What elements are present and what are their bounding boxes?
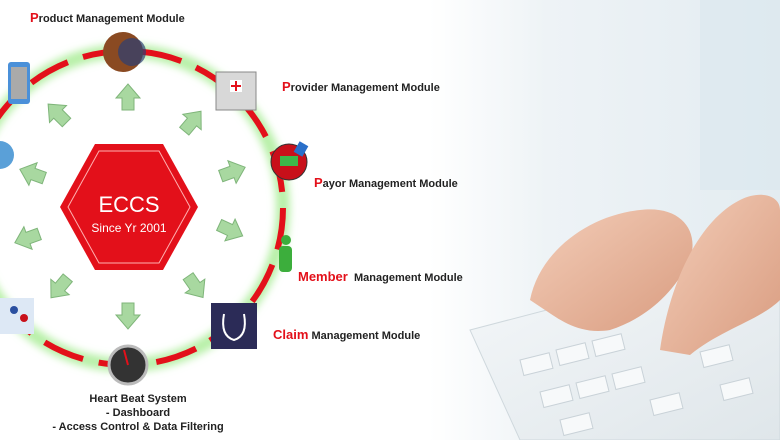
- label-rest: Management Module: [353, 272, 463, 284]
- network-people-icon: [0, 298, 34, 334]
- arrow-icon: [216, 155, 250, 188]
- product-module-label: Product Management Module: [30, 10, 185, 25]
- provider-module-label: Provider Management Module: [282, 79, 440, 94]
- payor-money-icon: [270, 141, 309, 181]
- arrow-icon: [41, 269, 78, 306]
- label-rest: Management Module: [311, 330, 421, 342]
- module-cycle-diagram: ECCS Since Yr 2001: [0, 32, 309, 386]
- label-initial: P: [282, 79, 291, 94]
- heartbeat-item: - Access Control & Data Filtering: [52, 421, 224, 433]
- claim-module-label: Claim Management Module: [273, 327, 420, 342]
- arrow-icon: [39, 95, 76, 132]
- arrow-icon: [10, 222, 44, 255]
- heartbeat-system-label: Heart Beat System - Dashboard - Access C…: [38, 392, 238, 434]
- label-initial: Claim: [273, 327, 309, 342]
- arrow-icon: [174, 103, 211, 140]
- hospital-building-icon: [215, 71, 257, 111]
- label-initial: P: [30, 10, 39, 25]
- eccs-subtitle: Since Yr 2001: [91, 221, 166, 235]
- label-initial: P: [314, 175, 323, 190]
- globe-icon: [0, 141, 14, 169]
- label-rest: roduct Management Module: [38, 13, 185, 25]
- arrow-icon: [213, 213, 249, 248]
- heartbeat-item: - Dashboard: [105, 407, 171, 419]
- label-rest: rovider Management Module: [290, 82, 440, 94]
- eccs-hexagon: ECCS Since Yr 2001: [60, 144, 198, 270]
- arrow-icon: [115, 83, 141, 111]
- payor-module-label: Payor Management Module: [314, 175, 458, 190]
- label-rest: ayor Management Module: [322, 178, 458, 190]
- arrow-icon: [177, 268, 214, 305]
- member-person-icon: [279, 235, 292, 272]
- product-scale-icon: [103, 32, 146, 72]
- heartbeat-title: Heart Beat System: [89, 393, 187, 405]
- arrow-icon: [15, 157, 49, 190]
- arrow-icon: [115, 302, 141, 330]
- claim-stethoscope-icon: [211, 303, 257, 349]
- eccs-title: ECCS: [98, 192, 159, 217]
- member-module-label: Member Management Module: [298, 269, 463, 284]
- label-initial: Member: [298, 269, 348, 284]
- heartbeat-gauge-icon: [107, 344, 149, 386]
- mobile-phone-icon: [8, 62, 30, 104]
